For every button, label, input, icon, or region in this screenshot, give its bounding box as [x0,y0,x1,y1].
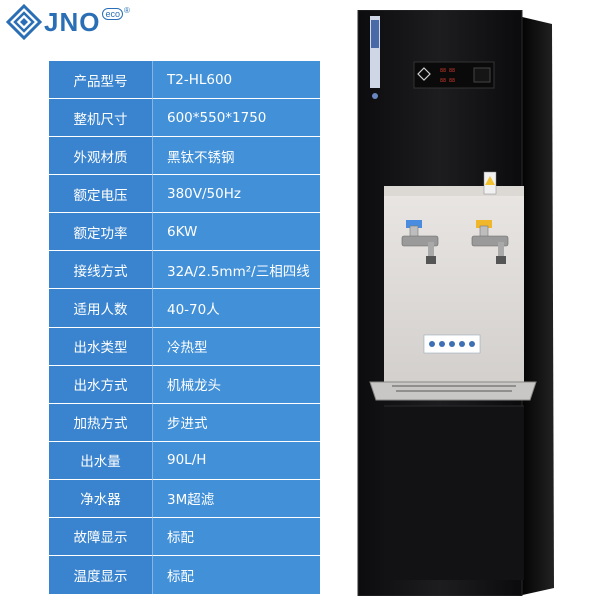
lower-cabinet [384,406,524,580]
spec-label: 外观材质 [49,137,152,176]
spec-value: 90L/H [152,441,320,480]
label-strip [370,16,380,88]
spec-value: 冷热型 [152,327,320,366]
spec-value: 380V/50Hz [152,175,320,214]
spec-value: 40-70人 [152,289,320,328]
spec-label: 产品型号 [49,61,152,100]
spec-label: 故障显示 [49,517,152,556]
svg-text:88 88: 88 88 [440,78,455,84]
brand-name: JNO [44,6,101,37]
spec-label: 出水方式 [49,365,152,404]
spec-label: 加热方式 [49,403,152,442]
spec-value: 6KW [152,213,320,252]
dispensing-alcove [384,186,524,386]
spec-value: 3M超滤 [152,479,320,518]
spec-label: 温度显示 [49,555,152,594]
spec-label: 整机尺寸 [49,99,152,138]
spec-value: 标配 [152,517,320,556]
spec-label: 接线方式 [49,251,152,290]
cold-faucet-icon [401,220,439,264]
brand-eco-badge: eco [102,8,123,20]
svg-text:88 88: 88 88 [440,68,455,74]
spec-value: 600*550*1750 [152,99,320,138]
spec-label: 额定功率 [49,213,152,252]
spec-value: 32A/2.5mm²/三相四线 [152,251,320,290]
cabinet-side-panel [518,16,554,596]
spec-value: 步进式 [152,403,320,442]
spec-label: 额定电压 [49,175,152,214]
spec-value: 黑钛不锈钢 [152,137,320,176]
spec-label: 出水类型 [49,327,152,366]
water-dispenser-image: 88 88 88 88 [357,10,554,596]
spec-value: 机械龙头 [152,365,320,404]
spec-label: 净水器 [49,479,152,518]
hot-faucet-icon [471,220,509,264]
brand-logo: JNO eco ® [6,4,130,40]
brand-registered-mark: ® [123,5,130,15]
spec-value: 标配 [152,555,320,594]
spec-value: T2-HL600 [152,61,320,100]
brand-diamond-icon [6,4,42,40]
spec-label: 出水量 [49,441,152,480]
spec-label: 适用人数 [49,289,152,328]
